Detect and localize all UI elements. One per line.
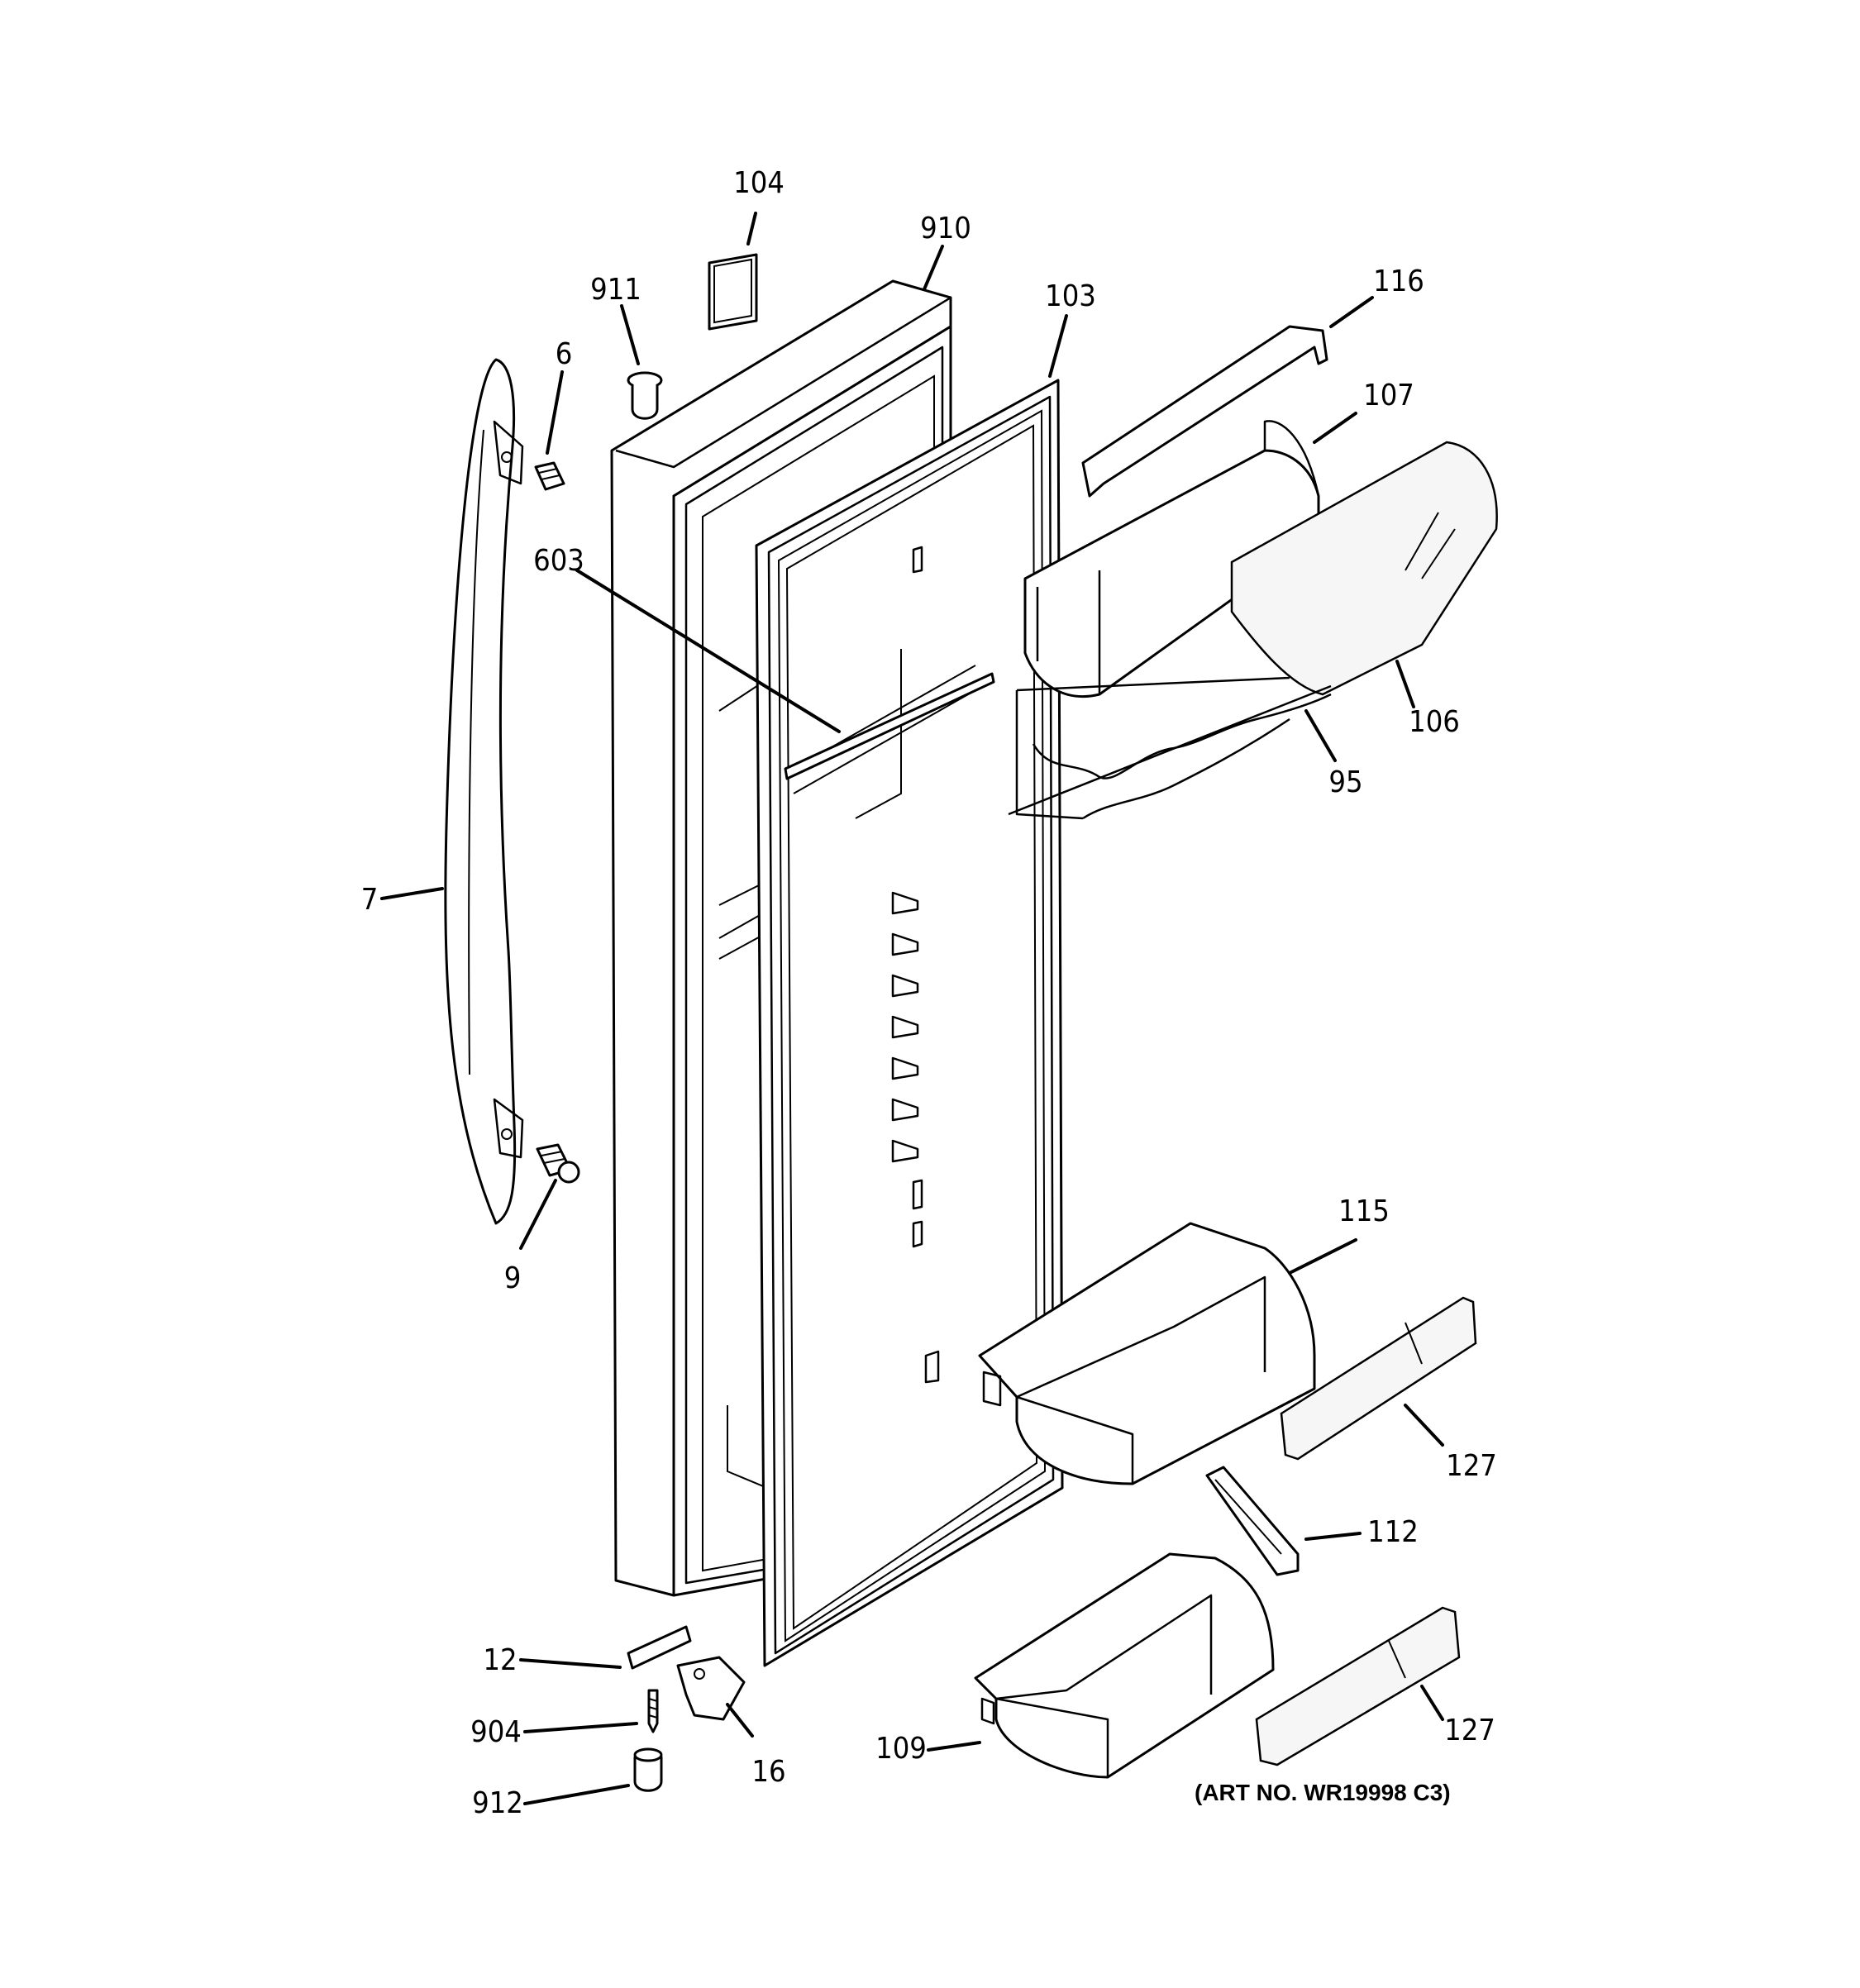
lower-door-bin [974, 1552, 1275, 1779]
liner-rails [891, 546, 940, 1384]
callout-116: 116 [1373, 265, 1424, 298]
leader-lines [380, 212, 1444, 1805]
door-handle [444, 358, 524, 1225]
callout-912: 912 [472, 1786, 523, 1820]
clear-bin-front-mid [1280, 1296, 1477, 1461]
callout-95: 95 [1328, 765, 1362, 799]
handle-screw-top [534, 461, 565, 491]
wire-rack [1008, 676, 1332, 820]
clear-bin-front-low [1255, 1606, 1461, 1766]
callout-109: 109 [875, 1732, 927, 1766]
callout-16: 16 [751, 1755, 785, 1789]
callout-6: 6 [556, 337, 573, 371]
callout-9: 9 [504, 1261, 522, 1295]
callout-904: 904 [470, 1715, 522, 1749]
middle-door-bin [978, 1222, 1316, 1485]
hinge-bottom [676, 1656, 746, 1721]
bin-cover-top [1081, 325, 1328, 498]
door-bushing-top [627, 371, 663, 420]
callout-603: 603 [533, 544, 584, 578]
clear-bin-front [1230, 441, 1498, 696]
callout-910: 910 [920, 212, 971, 246]
door-bushing-bottom [633, 1747, 663, 1792]
callout-7: 7 [361, 883, 379, 917]
hinge-bracket [627, 1625, 692, 1670]
callout-104: 104 [733, 166, 785, 200]
label-plate [708, 253, 758, 331]
callout-115: 115 [1338, 1194, 1390, 1228]
callout-107: 107 [1363, 379, 1414, 412]
callout-106: 106 [1409, 705, 1460, 739]
callout-127-lower: 127 [1444, 1714, 1495, 1747]
art-number: (ART NO. WR19998 C3) [1195, 1780, 1451, 1805]
upper-door-bin [1023, 420, 1320, 698]
screw [647, 1689, 659, 1733]
callout-911: 911 [590, 273, 641, 307]
callout-12: 12 [483, 1643, 517, 1677]
callout-127-upper: 127 [1446, 1449, 1497, 1483]
callout-103: 103 [1045, 279, 1096, 313]
door-bar [784, 672, 995, 780]
handle-screw-bottom [536, 1143, 580, 1184]
callout-112: 112 [1367, 1515, 1419, 1549]
bin-divider [1205, 1466, 1300, 1576]
